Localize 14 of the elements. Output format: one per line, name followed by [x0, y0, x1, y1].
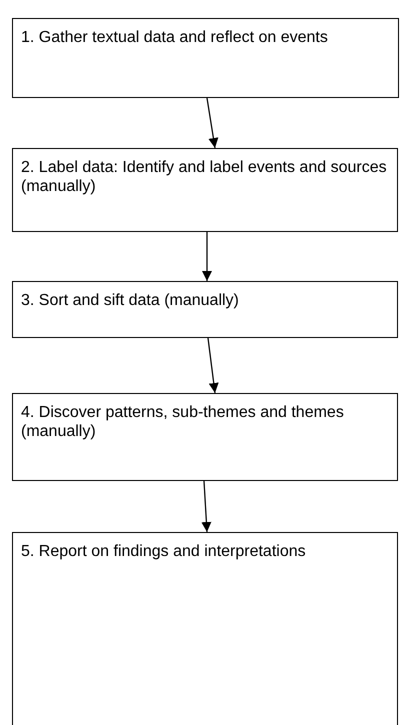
step-text: 3. Sort and sift data (manually) [21, 291, 240, 310]
step-text: 2. Label data: Identify and label events and sources (manually) [21, 158, 388, 196]
process-box [12, 393, 398, 481]
arrow [202, 232, 212, 281]
process-box [12, 281, 398, 338]
process-box [12, 18, 399, 98]
step-text: 1. Gather textual data and reflect on events [21, 28, 329, 47]
step-text: 4. Discover patterns, sub-themes and themes (manually) [21, 403, 345, 441]
process-box [12, 532, 398, 725]
arrow [201, 480, 212, 532]
arrow [206, 98, 218, 148]
step-text: 5. Report on findings and interpretations [21, 542, 307, 561]
process-box [12, 148, 398, 232]
arrow [207, 338, 219, 394]
